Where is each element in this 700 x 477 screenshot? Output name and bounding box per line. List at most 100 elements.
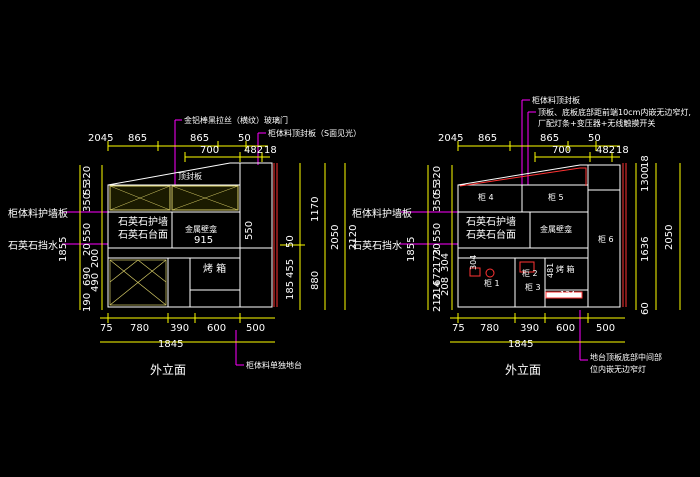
dim-label: 75 xyxy=(452,323,465,334)
left-right-dim-lines xyxy=(280,163,346,310)
right-top-dim-line-2 xyxy=(534,152,620,162)
backsplash-label: 柜体料护墙板 xyxy=(8,207,68,220)
dim-label: 600 xyxy=(207,323,226,334)
dim-label: 481 xyxy=(546,263,555,278)
top-cap-note: 柜体料顶封板 xyxy=(532,95,580,105)
dim-label: 60 xyxy=(640,302,651,315)
dim-label: 2050 xyxy=(664,225,675,250)
glass-door-note: 金铝棒黑拉丝（横纹）玻璃门 xyxy=(184,115,288,125)
dim-label: 2050 xyxy=(330,225,341,250)
cabinet-1-label: 柜 1 xyxy=(484,278,500,288)
oven-label: 烤 箱 xyxy=(203,262,226,275)
dim-label: 50 xyxy=(588,133,601,144)
dim-label: 20 xyxy=(82,243,93,256)
dim-label: 134 xyxy=(560,290,575,299)
dim-label: 1845 xyxy=(508,339,533,350)
stone-edge-label: 石英石挡水 xyxy=(8,239,58,252)
cabinet-6-label: 柜 6 xyxy=(598,234,614,244)
cabinet-3-label: 柜 3 xyxy=(525,282,541,292)
left-side-dim-line xyxy=(79,165,103,310)
dim-label: 550 xyxy=(432,223,443,242)
metal-panel-label: 金属壁龛 xyxy=(540,224,572,234)
left-elevation: 2045 865 865 50 700 482 18 xyxy=(8,115,361,377)
dim-label: 2045 xyxy=(88,133,113,144)
right-right-dim-lines xyxy=(635,163,681,310)
quartz-top-label: 石英石台面 xyxy=(466,228,516,241)
dim-label: 865 xyxy=(478,133,497,144)
dim-label: 600 xyxy=(556,323,575,334)
dim-label: 214 xyxy=(432,281,443,300)
right-cabinet-outline xyxy=(457,164,621,308)
dim-label: 173 xyxy=(432,249,443,268)
top-panel-label: 顶封板 xyxy=(178,171,202,181)
cabinet-2-label: 柜 2 xyxy=(522,268,538,278)
right-title: 外立面 xyxy=(505,362,541,377)
dim-label: 185 xyxy=(285,281,296,300)
dim-label: 1845 xyxy=(158,339,183,350)
dim-label: 304 xyxy=(469,255,478,270)
dim-label: 780 xyxy=(130,323,149,334)
dim-label: 200 xyxy=(90,249,101,268)
dim-label: 865 xyxy=(540,133,559,144)
left-title: 外立面 xyxy=(150,362,186,377)
dim-label: 915 xyxy=(194,235,213,246)
dim-label: 672 xyxy=(432,267,443,286)
metal-panel-label: 金属壁龛 xyxy=(185,224,217,234)
dim-label: 190 xyxy=(82,293,93,312)
dim-label: 55 xyxy=(82,182,93,195)
dim-label: 18 xyxy=(616,145,629,156)
dim-label: 304 xyxy=(440,253,451,272)
dim-label: 208 xyxy=(440,277,451,296)
dim-label: 55 xyxy=(432,182,443,195)
dim-label: 2045 xyxy=(438,133,463,144)
led-note-line-1: 顶板、底板底部距前端10cm内嵌无边窄灯, xyxy=(538,107,691,117)
sink-icon xyxy=(469,267,481,277)
bottom-note-line-2: 位内嵌无边窄灯 xyxy=(590,364,646,374)
dim-label: 500 xyxy=(246,323,265,334)
dim-label: 50 xyxy=(238,133,251,144)
quartz-top-label: 石英石台面 xyxy=(118,228,168,241)
dim-label: 350 xyxy=(82,193,93,212)
right-bottom-dim-lines xyxy=(450,313,625,343)
dim-label: 320 xyxy=(82,166,93,185)
dim-label: 390 xyxy=(170,323,189,334)
dim-label: 865 xyxy=(128,133,147,144)
stone-edge-label: 石英石挡水 xyxy=(352,239,402,252)
right-side-dim-line xyxy=(427,165,453,310)
dim-label: 455 xyxy=(285,259,296,278)
dim-label: 2120 xyxy=(348,225,359,250)
dim-label: 550 xyxy=(82,223,93,242)
left-top-dim-line-2 xyxy=(184,152,270,162)
dim-label: 690 xyxy=(82,267,93,286)
dim-label: 700 xyxy=(200,145,219,156)
right-top-dim-line-1 xyxy=(457,141,620,151)
left-top-dim-line-1 xyxy=(107,141,268,151)
left-bottom-dim-lines xyxy=(100,313,275,343)
dim-label: 865 xyxy=(190,133,209,144)
dim-label: 350 xyxy=(432,193,443,212)
cabinet-4-label: 柜 4 xyxy=(478,192,494,202)
dim-label: 18 xyxy=(264,145,277,156)
drawer-handle xyxy=(545,291,583,299)
microwave-icon xyxy=(519,261,535,273)
sink-drain-icon xyxy=(485,268,495,278)
led-note-line-2: 厂配灯条+变压器+无线触摸开关 xyxy=(538,118,655,128)
dim-label: 482 xyxy=(244,145,263,156)
left-glass-doors xyxy=(109,185,239,211)
right-red-trim xyxy=(459,167,587,187)
dim-label: 700 xyxy=(552,145,571,156)
right-elevation: 2045 865 865 50 700 482 18 柜 4 柜 5 石英石护墙… xyxy=(352,95,691,377)
bottom-note-line-1: 地台顶板底部中间部 xyxy=(590,352,662,362)
dim-label: 1636 xyxy=(640,237,651,262)
dim-label: 490 xyxy=(90,273,101,292)
oven-label: 烤 箱 xyxy=(556,264,575,274)
top-cap-note: 柜体料顶封板（S面见光） xyxy=(268,128,361,138)
backsplash-label: 柜体料护墙板 xyxy=(352,207,412,220)
right-wall xyxy=(622,163,627,307)
dim-label: 1300 xyxy=(640,167,651,192)
dim-label: 75 xyxy=(100,323,113,334)
dim-label: 213 xyxy=(432,293,443,312)
quartz-wall-label: 石英石护墙 xyxy=(466,215,516,228)
